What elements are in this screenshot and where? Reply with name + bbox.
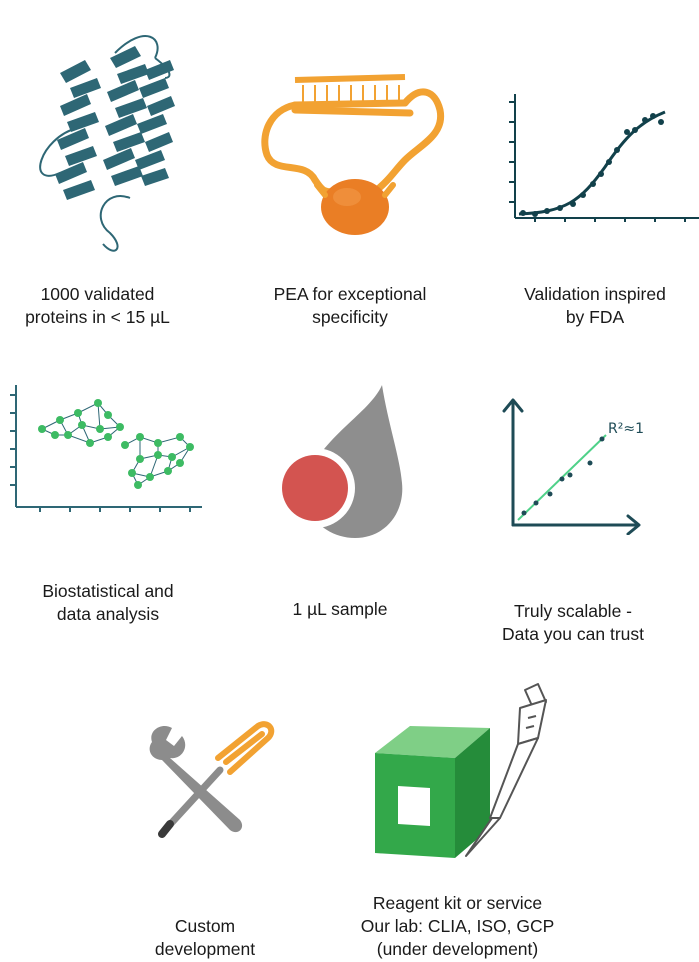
caption-line: specificity: [312, 307, 388, 327]
caption-line: 1000 validated: [40, 284, 155, 304]
tile-reagent: [370, 678, 570, 863]
caption-line: by FDA: [565, 307, 625, 327]
tile-pea: [255, 65, 445, 245]
caption-line: 1 µL sample: [292, 599, 388, 619]
tile-scalable: R²≈1: [498, 395, 646, 535]
caption-line: Custom: [174, 916, 236, 936]
caption-custom: Custom development: [130, 915, 280, 961]
caption-line: Reagent kit or service: [372, 893, 543, 913]
caption-line: development: [154, 939, 256, 959]
caption-line: proteins in < 15 µL: [25, 307, 170, 327]
caption-sample: 1 µL sample: [260, 598, 420, 621]
blood-drop-icon: [275, 385, 403, 538]
caption-biostat: Biostatistical and data analysis: [18, 580, 198, 626]
tile-sample: [270, 383, 410, 543]
kit-pipette-icon: [375, 683, 547, 858]
tile-validation: [505, 92, 699, 222]
r-squared-label: R²≈1: [608, 421, 644, 437]
tile-proteins: [15, 18, 190, 258]
tile-biostat: [10, 385, 205, 513]
caption-line: (under development): [376, 939, 539, 959]
caption-pea: PEA for exceptional specificity: [255, 283, 445, 329]
caption-line: Data you can trust: [501, 624, 645, 644]
caption-scalable: Truly scalable - Data you can trust: [488, 600, 658, 646]
pea-antibody-dna-icon: [261, 74, 445, 235]
caption-line: Biostatistical and: [42, 581, 174, 601]
caption-line: Validation inspired: [524, 284, 666, 304]
caption-line: data analysis: [56, 604, 160, 624]
linear-fit-icon: [502, 398, 641, 535]
wrench-screwdriver-icon: [149, 721, 275, 838]
caption-reagent: Reagent kit or service Our lab: CLIA, IS…: [355, 892, 560, 961]
caption-line: PEA for exceptional: [273, 284, 427, 304]
network-clusters-icon: [10, 385, 202, 512]
caption-line: Truly scalable -: [514, 601, 632, 621]
sigmoid-curve-icon: [509, 94, 699, 222]
caption-proteins: 1000 validated proteins in < 15 µL: [10, 283, 185, 329]
protein-helix-icon: [39, 35, 175, 252]
tile-custom: [140, 720, 275, 840]
caption-line: Our lab: CLIA, ISO, GCP: [360, 916, 555, 936]
caption-validation: Validation inspired by FDA: [505, 283, 685, 329]
